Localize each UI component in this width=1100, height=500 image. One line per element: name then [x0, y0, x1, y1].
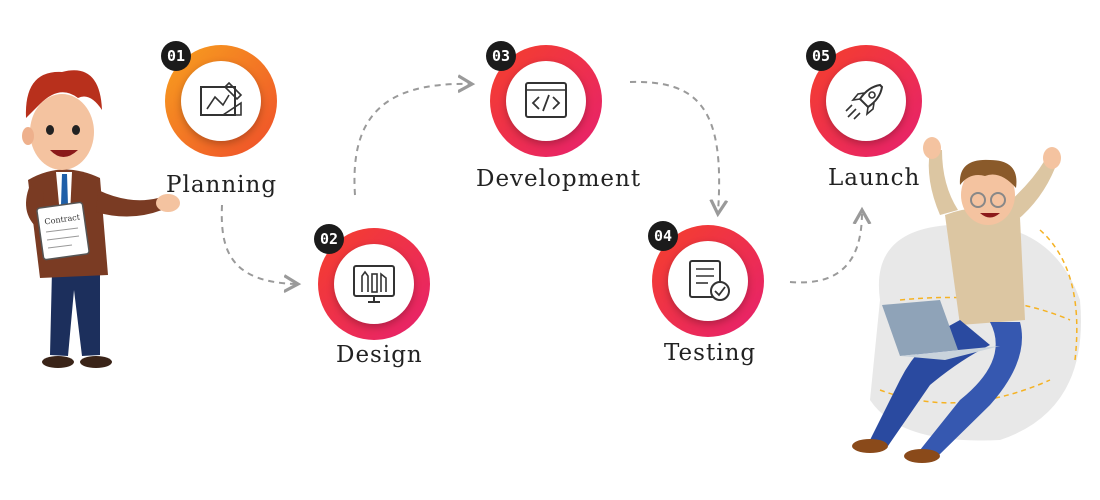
presenter-illustration: Contract	[22, 70, 180, 368]
step-label-testing: Testing	[664, 340, 757, 366]
step-number-badge: 05	[806, 41, 836, 71]
step-number-badge: 04	[648, 221, 678, 251]
code-window-icon	[518, 73, 574, 129]
checklist-icon	[680, 253, 736, 309]
step-label-design: Design	[336, 342, 423, 368]
step-design: 02	[314, 224, 430, 340]
step-label-development: Development	[476, 166, 642, 192]
step-planning: 01	[161, 41, 277, 157]
step-number-badge: 01	[161, 41, 191, 71]
launch-character-illustration	[852, 137, 1081, 463]
rocket-icon	[838, 73, 894, 129]
connector-arrow-3-4	[629, 80, 719, 212]
blueprint-icon	[193, 73, 249, 129]
connector-arrow-4-5	[789, 212, 862, 284]
step-number-badge: 03	[486, 41, 516, 71]
step-label-planning: Planning	[166, 172, 278, 198]
connector-arrow-1-2	[220, 204, 296, 284]
step-label-launch: Launch	[828, 165, 921, 191]
design-monitor-icon	[346, 256, 402, 312]
step-development: 03	[486, 41, 602, 157]
connector-arrow-2-3	[353, 84, 470, 196]
step-testing: 04	[648, 221, 764, 337]
step-ring	[490, 45, 602, 157]
step-number-badge: 02	[314, 224, 344, 254]
step-launch: 05	[806, 41, 922, 157]
